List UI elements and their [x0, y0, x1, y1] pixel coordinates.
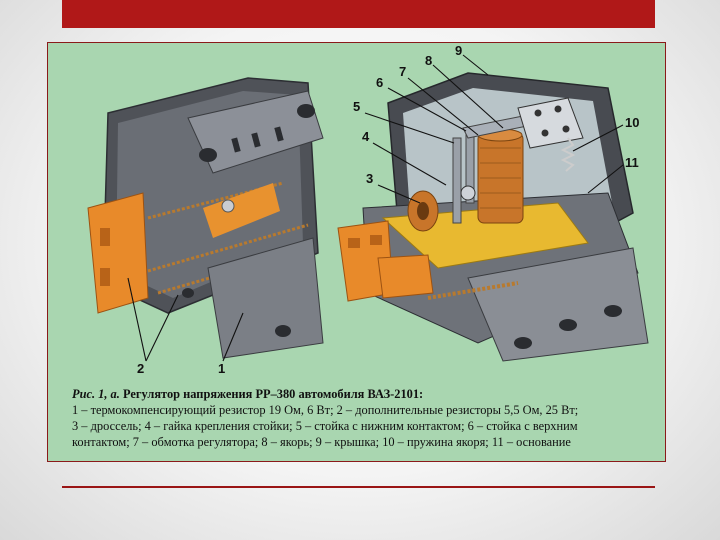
caption-line-3: контактом; 7 – обмотка регулятора; 8 – я…	[72, 435, 571, 449]
callout-7: 7	[399, 64, 406, 79]
callout-leaders	[127, 54, 624, 362]
caption-line-1: 1 – термокомпенсирующий резистор 19 Ом, …	[72, 403, 579, 417]
callout-11: 11	[625, 155, 639, 170]
figure-frame: 2 1 3 4 5 6 7 8 9 10 11 Рис. 1, а. Регул…	[47, 42, 666, 462]
bottom-red-rule	[62, 486, 655, 488]
callout-8: 8	[425, 53, 432, 68]
callout-4: 4	[362, 129, 370, 144]
callout-9: 9	[455, 43, 462, 58]
figure-caption: Рис. 1, а. Регулятор напряжения РР–380 а…	[72, 386, 652, 450]
callout-5: 5	[353, 99, 360, 114]
callout-2: 2	[137, 361, 144, 373]
callout-1: 1	[218, 361, 225, 373]
right-regulator-unit	[337, 72, 649, 362]
callout-6: 6	[376, 75, 383, 90]
regulator-illustration: 2 1 3 4 5 6 7 8 9 10 11	[87, 43, 649, 373]
callout-3: 3	[366, 171, 373, 186]
caption-line-2: 3 – дроссель; 4 – гайка крепления стойки…	[72, 419, 578, 433]
callout-10: 10	[625, 115, 639, 130]
top-red-bar	[62, 0, 655, 28]
caption-title: Рис. 1, а. Регулятор напряжения РР–380 а…	[72, 387, 424, 401]
left-regulator-unit	[87, 77, 324, 359]
